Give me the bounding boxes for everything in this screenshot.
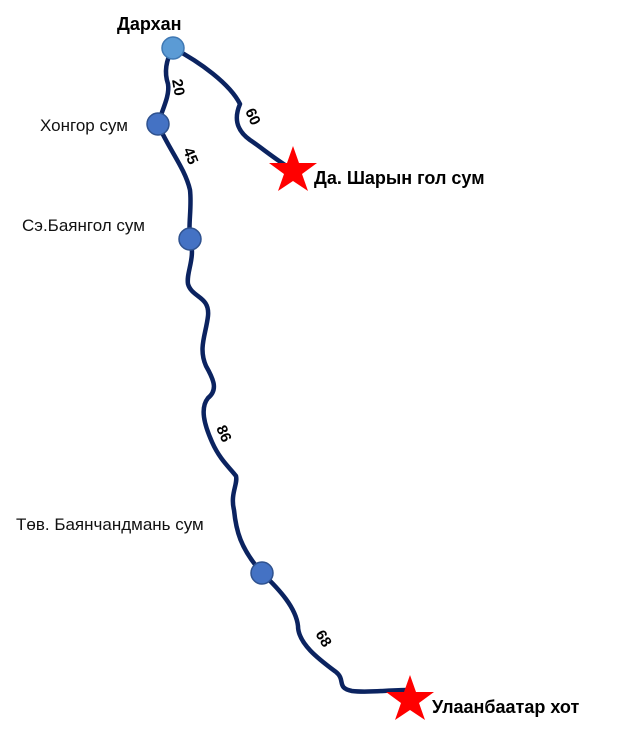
- place-label-bayangol: Сэ.Баянгол сум: [22, 216, 145, 235]
- distance-label-khongor-bayangol: 45: [179, 145, 201, 167]
- node-darkhan[interactable]: [161, 36, 185, 60]
- place-label-darkhan: Дархан: [117, 14, 182, 34]
- node-bayangol[interactable]: [178, 227, 202, 251]
- star-icon-sharyngol[interactable]: [269, 146, 317, 191]
- distance-label-bayanchandmani-ulaanbaatar: 68: [312, 627, 335, 650]
- place-label-ulaanbaatar: Улаанбаатар хот: [432, 697, 579, 717]
- node-bayanchandmani[interactable]: [250, 561, 274, 585]
- place-label-sharyngol: Да. Шарын гол сум: [314, 168, 485, 188]
- star-icon-ulaanbaatar[interactable]: [386, 675, 434, 720]
- route-khongor-bayangol: [155, 121, 193, 242]
- node-khongor[interactable]: [146, 112, 170, 136]
- place-label-bayanchandmani: Төв. Баянчандмань сум: [16, 515, 204, 534]
- route-darkhan-sharyngol: [170, 45, 296, 173]
- route-bayanchandmani-ulaanbaatar: [259, 570, 411, 694]
- distance-label-darkhan-sharyngol: 60: [241, 106, 263, 128]
- distance-label-darkhan-khongor: 20: [168, 78, 188, 97]
- distance-label-bayangol-bayanchandmani: 86: [212, 423, 234, 445]
- route-bayangol-bayanchandmani: [185, 236, 265, 576]
- place-label-khongor: Хонгор сум: [40, 116, 128, 135]
